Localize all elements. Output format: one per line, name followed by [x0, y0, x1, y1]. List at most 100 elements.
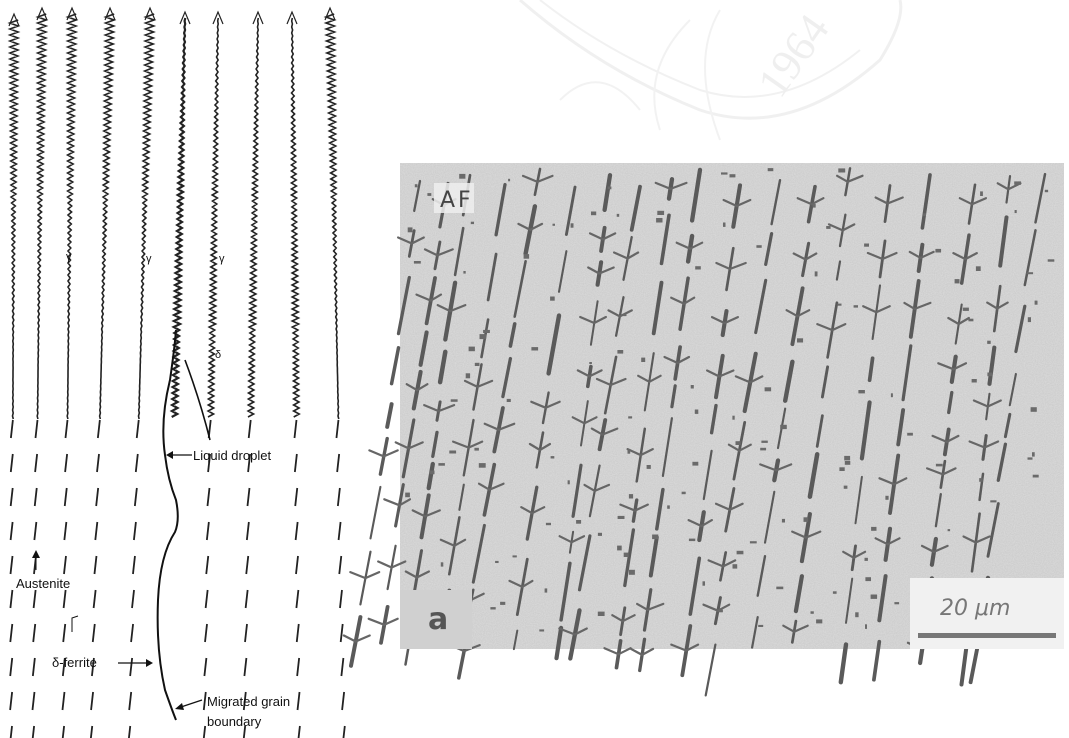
ferrite-speck	[463, 271, 465, 274]
ferrite-arm	[378, 562, 391, 568]
ferrite-speck	[480, 334, 487, 339]
ferrite-speck	[469, 347, 475, 352]
ferrite-segment	[336, 420, 338, 438]
ferrite-segment	[35, 488, 37, 506]
ferrite-speck	[730, 174, 736, 177]
ferrite-segment	[34, 522, 36, 540]
ferrite-speck	[449, 451, 456, 454]
ferrite-segment	[246, 590, 248, 608]
ferrite-segment	[244, 658, 246, 676]
ferrite-segment	[96, 488, 98, 506]
ferrite-segment	[132, 590, 134, 608]
ferrite-segment	[11, 522, 13, 540]
ferrite-speck	[871, 527, 876, 531]
ferrite-segment	[295, 488, 297, 506]
ferrite-speck	[858, 390, 865, 393]
ferrite-streak	[387, 404, 391, 427]
ferrite-speck	[987, 341, 991, 344]
ferrite-speck	[576, 520, 581, 524]
scale-bar	[918, 633, 1056, 638]
dendrite-column	[291, 18, 299, 417]
ferrite-speck	[885, 496, 888, 500]
ferrite-segment	[337, 454, 339, 472]
ferrite-speck	[641, 358, 645, 362]
watermark-seal: 1964	[520, 0, 901, 140]
ferrite-segment	[129, 692, 131, 710]
delta-ferrite-label: δ-ferrite	[52, 655, 97, 670]
micrograph-panel: AF a 20 μm	[344, 163, 1064, 695]
ferrite-segment	[11, 488, 13, 506]
ferrite-speck	[628, 449, 631, 454]
ferrite-speck	[629, 494, 633, 498]
ferrite-segment	[10, 692, 12, 710]
ferrite-segment	[339, 522, 341, 540]
ferrite-segment	[296, 522, 298, 540]
ferrite-segment	[130, 658, 132, 676]
liquid-droplet-label: Liquid droplet	[193, 448, 271, 463]
ferrite-speck	[551, 456, 555, 458]
ferrite-arm	[631, 649, 642, 655]
ferrite-segment	[298, 726, 300, 738]
ferrite-speck	[761, 441, 767, 443]
ferrite-speck	[408, 227, 413, 232]
ferrite-speck	[414, 261, 421, 264]
ferrite-segment	[34, 590, 36, 608]
ferrite-speck	[546, 523, 551, 525]
ferrite-segment	[94, 590, 96, 608]
ferrite-segment	[338, 488, 340, 506]
gamma-label-2: γ	[146, 253, 152, 265]
ferrite-segment	[64, 590, 66, 608]
ferrite-speck	[667, 505, 670, 508]
ferrite-speck	[972, 379, 977, 383]
ferrite-speck	[855, 612, 858, 617]
dendrite-schematic	[9, 8, 345, 738]
ferrite-speck	[695, 410, 699, 414]
ferrite-arm	[369, 619, 385, 625]
ferrite-segment	[297, 658, 299, 676]
ferrite-speck	[815, 271, 818, 276]
ferrite-streak	[392, 348, 399, 384]
ferrite-speck	[507, 399, 511, 402]
ferrite-speck	[816, 619, 822, 623]
ferrite-segment	[33, 658, 35, 676]
ferrite-speck	[776, 587, 783, 590]
ferrite-speck	[438, 463, 445, 466]
ferrite-speck	[1026, 272, 1033, 274]
ferrite-speck	[936, 464, 943, 467]
ferrite-segment	[204, 692, 206, 710]
ferrite-speck	[891, 393, 893, 397]
ferrite-segment	[298, 692, 300, 710]
ferrite-speck	[871, 595, 878, 599]
ferrite-segment	[247, 488, 249, 506]
ferrite-segment	[204, 658, 206, 676]
ferrite-speck	[429, 471, 434, 475]
ferrite-speck	[524, 254, 530, 259]
ferrite-speck	[839, 467, 844, 471]
ferrite-speck	[990, 500, 996, 502]
ferrite-segment	[136, 454, 138, 472]
ferrite-segment	[10, 658, 12, 676]
ferrite-segment	[11, 454, 13, 472]
ferrite-speck	[797, 338, 803, 342]
ferrite-speck	[513, 555, 517, 557]
ferrite-speck	[955, 279, 960, 283]
ferrite-speck	[500, 602, 505, 605]
ferrite-speck	[591, 212, 596, 216]
gamma-label-1: γ	[66, 251, 72, 263]
ferrite-segment	[94, 556, 96, 574]
ferrite-speck	[844, 486, 848, 489]
ferrite-speck	[923, 213, 926, 216]
delta-label: δ	[215, 349, 221, 361]
ferrite-speck	[617, 214, 620, 217]
ferrite-segment	[296, 590, 298, 608]
ferrite-speck	[571, 223, 574, 227]
ferrite-speck	[427, 193, 431, 196]
ferrite-speck	[483, 330, 490, 333]
ferrite-segment	[32, 692, 34, 710]
ferrite-speck	[980, 191, 983, 196]
ferrite-segment	[134, 522, 136, 540]
ferrite-speck	[692, 462, 698, 466]
ferrite-segment	[131, 624, 133, 642]
ferrite-segment	[245, 624, 247, 642]
ferrite-speck	[948, 529, 951, 531]
